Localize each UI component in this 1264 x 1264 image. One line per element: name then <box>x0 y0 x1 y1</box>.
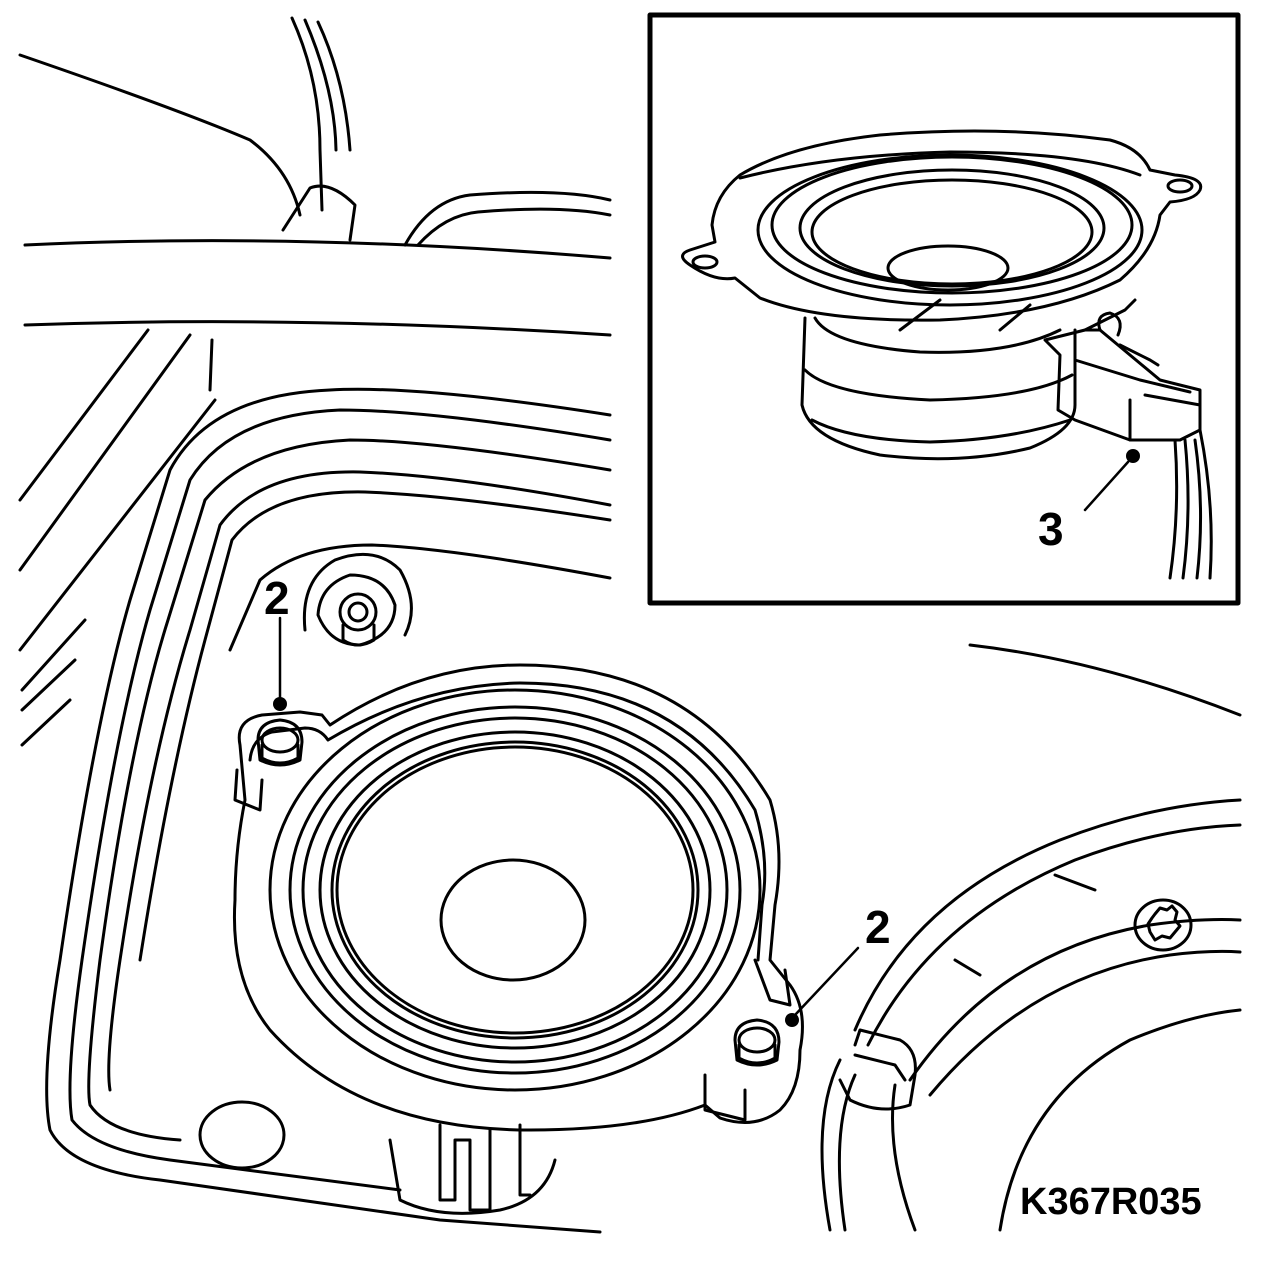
door-speaker <box>232 663 804 1132</box>
leader-line-2-bottom <box>793 946 860 1017</box>
callout-dot-2-top <box>273 697 287 711</box>
door-panel <box>18 16 612 1234</box>
callout-label-connector: 3 <box>1038 503 1064 555</box>
inset-speaker <box>681 129 1213 580</box>
leader-lines <box>278 460 1130 1017</box>
callout-dot-2-bottom <box>785 1013 799 1027</box>
callout-label-bolt-top: 2 <box>264 572 290 624</box>
inset-detail <box>647 12 1241 606</box>
callout-dot-3 <box>1126 449 1140 463</box>
drawing-code: K367R035 <box>1020 1181 1202 1223</box>
adjacent-speaker-housing <box>820 643 1242 1232</box>
leader-line-3 <box>1083 460 1130 512</box>
callout-label-bolt-bottom: 2 <box>865 901 891 953</box>
